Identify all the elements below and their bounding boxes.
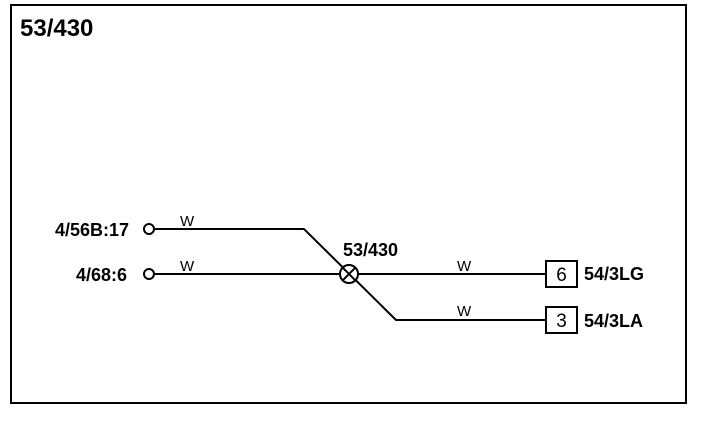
diagram-frame xyxy=(10,4,687,404)
connector-box-6 xyxy=(545,260,578,288)
terminal-1-label: 4/56B:17 xyxy=(55,220,129,240)
connector-pin-3: 3 xyxy=(556,311,567,332)
wire-label-terminal-2: W xyxy=(180,258,195,275)
diagram-title: 53/430 xyxy=(20,15,93,42)
connector-label-6: 54/3LG xyxy=(584,264,644,284)
connector-box-3 xyxy=(545,306,578,334)
terminal-1-circle xyxy=(143,223,155,235)
connector-label-3: 54/3LA xyxy=(584,311,643,331)
splice-label: 53/430 xyxy=(343,240,398,260)
splice-icon xyxy=(339,264,359,284)
wire-label-connector-3: W xyxy=(457,303,472,320)
terminal-2-label: 4/68:6 xyxy=(76,265,127,285)
wire-label-connector-6: W xyxy=(457,258,472,275)
connector-pin-6: 6 xyxy=(556,265,567,286)
terminal-2-circle xyxy=(143,268,155,280)
wire-label-terminal-1: W xyxy=(180,213,195,230)
